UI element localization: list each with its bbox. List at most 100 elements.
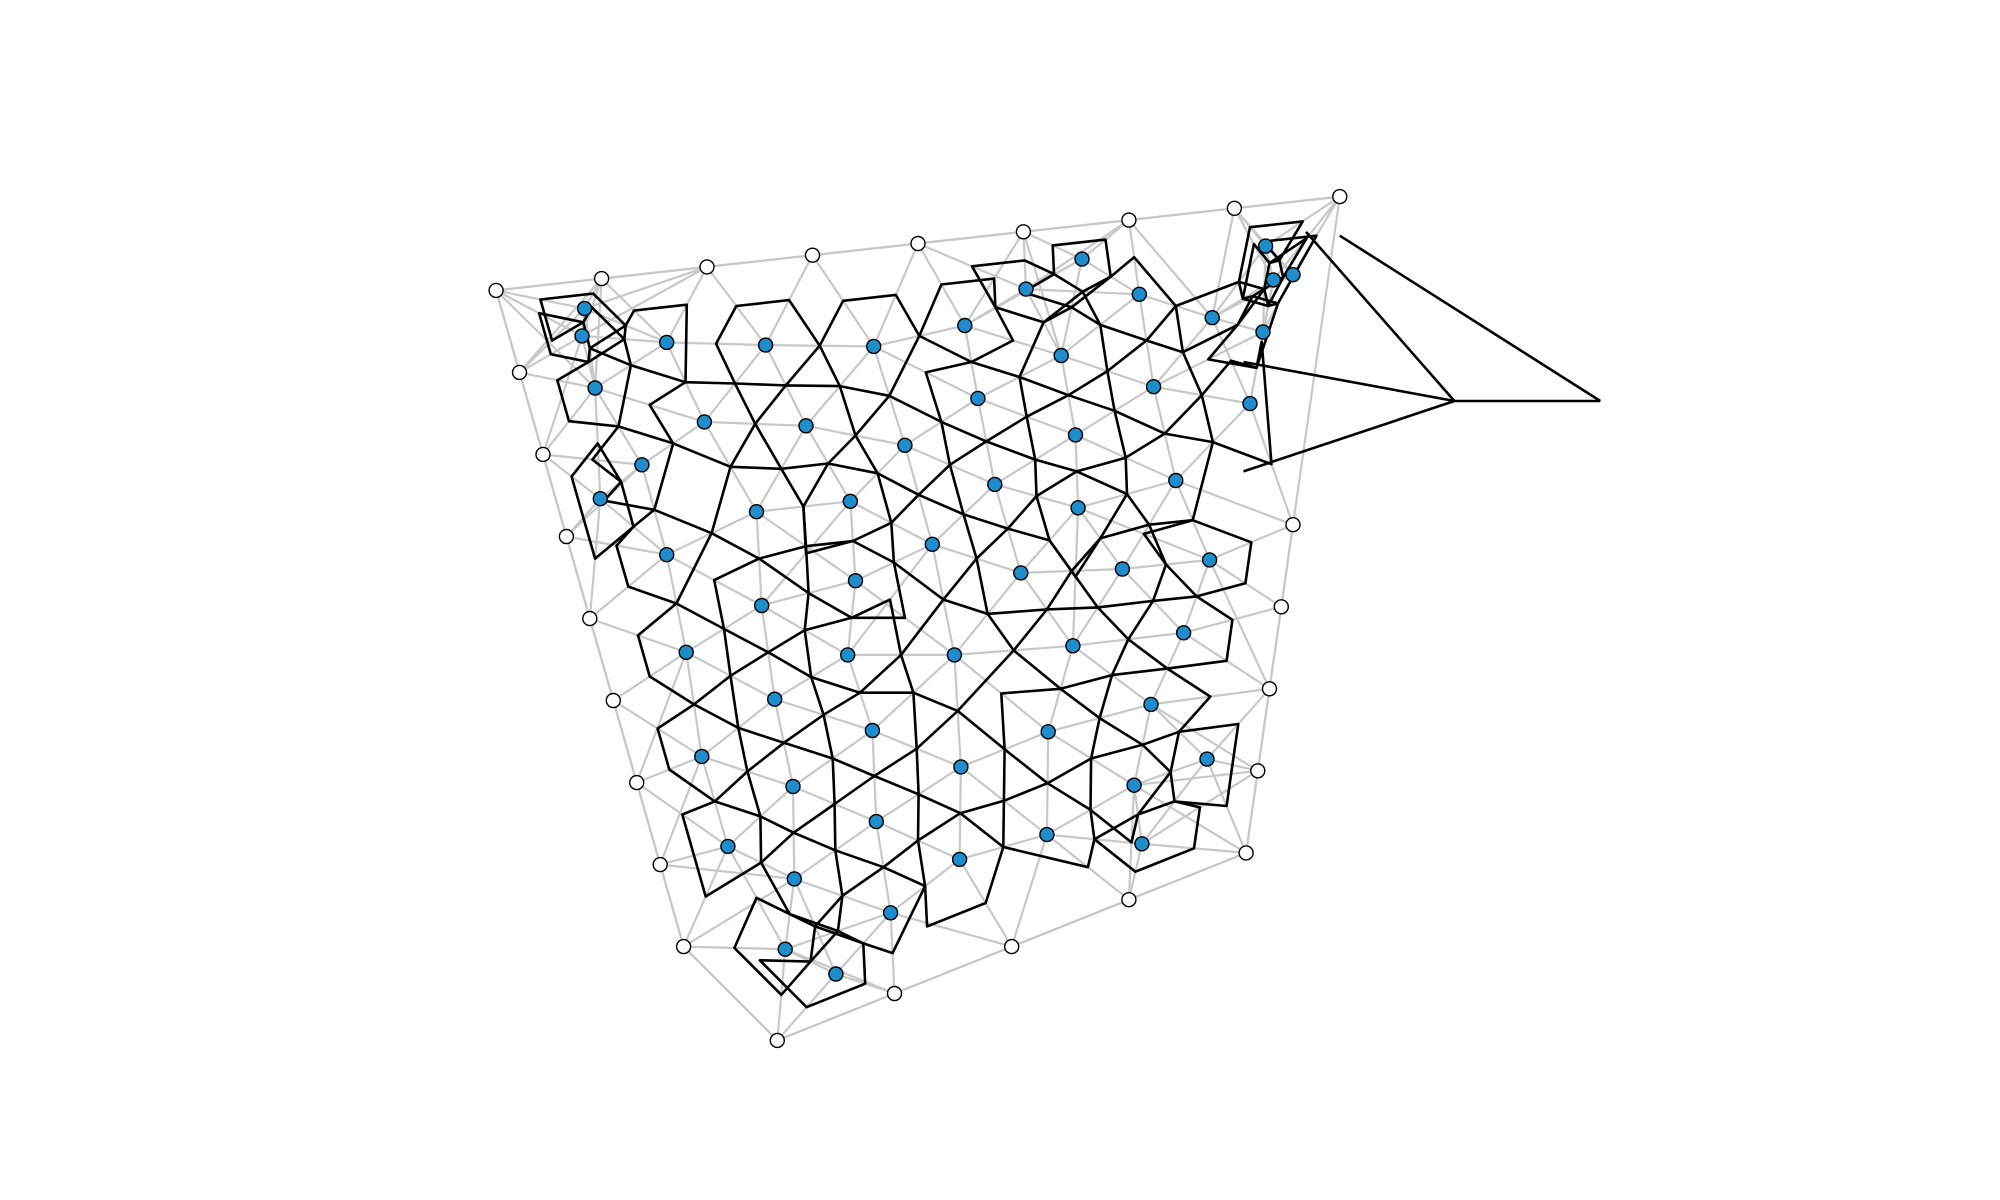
interior-site bbox=[1040, 724, 1056, 740]
voronoi-cell bbox=[733, 896, 840, 997]
interior-site bbox=[1065, 638, 1081, 654]
interior-site bbox=[798, 418, 814, 434]
voronoi-cell bbox=[1142, 518, 1253, 598]
delaunay-edge bbox=[1245, 770, 1259, 854]
interior-site bbox=[970, 390, 986, 407]
delaunay-edge bbox=[1128, 851, 1247, 901]
delaunay-edge bbox=[1023, 219, 1130, 233]
delaunay-edge bbox=[581, 265, 708, 337]
voronoi-cell bbox=[1089, 743, 1172, 844]
boundary-site bbox=[488, 282, 504, 299]
interior-site bbox=[866, 338, 882, 355]
interior-site bbox=[828, 966, 844, 982]
boundary-site bbox=[1261, 681, 1278, 697]
delaunay-edge bbox=[812, 242, 919, 257]
delaunay-edge bbox=[541, 454, 568, 537]
delaunay-edge bbox=[1256, 688, 1271, 771]
voronoi-edge bbox=[1339, 234, 1601, 403]
delaunay-edge bbox=[1175, 479, 1294, 526]
delaunay-edge bbox=[518, 372, 545, 455]
interior-site bbox=[1074, 251, 1090, 267]
interior-site bbox=[1070, 500, 1086, 516]
boundary-site bbox=[1332, 188, 1348, 205]
interior-site bbox=[1255, 324, 1271, 340]
interior-site bbox=[1114, 561, 1131, 577]
boundary-site bbox=[558, 528, 575, 545]
boundary-site bbox=[675, 938, 692, 955]
interior-site bbox=[1143, 696, 1159, 713]
voronoi-cell bbox=[615, 508, 713, 605]
voronoi-diagram bbox=[537, 220, 1601, 1009]
interior-site bbox=[946, 647, 963, 663]
interior-site bbox=[576, 300, 593, 317]
delaunay-edge bbox=[1150, 703, 1259, 772]
boundary-site bbox=[886, 985, 903, 1002]
interior-site bbox=[634, 457, 650, 473]
delaunay-edge bbox=[1011, 898, 1130, 948]
boundary-site bbox=[1250, 763, 1266, 779]
interior-site bbox=[864, 722, 881, 739]
delaunay-edge bbox=[495, 277, 602, 292]
boundary-site bbox=[1015, 224, 1032, 240]
voronoi-edge bbox=[1305, 230, 1456, 402]
boundary-site bbox=[1226, 200, 1243, 217]
interior-site bbox=[696, 414, 713, 430]
interior-site bbox=[587, 380, 603, 396]
delaunay-edge bbox=[635, 651, 688, 783]
interior-site bbox=[882, 905, 899, 921]
boundary-site bbox=[1273, 599, 1290, 615]
interior-site bbox=[694, 748, 710, 765]
interior-site bbox=[1039, 826, 1055, 843]
interior-site bbox=[868, 813, 884, 830]
interior-site bbox=[1145, 379, 1162, 395]
delaunay-edge bbox=[660, 863, 795, 880]
delaunay-edge bbox=[612, 700, 638, 783]
delaunay-edge bbox=[1133, 769, 1258, 787]
interior-site bbox=[757, 337, 774, 353]
delaunay-edge bbox=[1022, 231, 1063, 356]
boundary-site bbox=[605, 692, 621, 709]
interior-site bbox=[748, 504, 765, 520]
voronoi-cell bbox=[555, 346, 633, 428]
interior-site bbox=[574, 328, 590, 344]
delaunay-edge bbox=[776, 992, 895, 1042]
delaunay-edge bbox=[1211, 208, 1236, 318]
delaunay-edge bbox=[1128, 207, 1235, 222]
delaunay-edge bbox=[588, 618, 615, 701]
delaunay-edge bbox=[894, 945, 1013, 995]
interior-site bbox=[842, 493, 858, 509]
boundary-site bbox=[1238, 845, 1254, 861]
interior-site bbox=[1285, 267, 1301, 283]
delaunay-edge bbox=[659, 756, 703, 865]
delaunay-edge bbox=[1010, 834, 1048, 947]
interior-site bbox=[1201, 552, 1218, 568]
delaunay-edge bbox=[1128, 219, 1214, 319]
interior-site bbox=[659, 547, 675, 563]
interior-site bbox=[678, 644, 694, 660]
interior-site bbox=[897, 437, 913, 453]
interior-site bbox=[1199, 751, 1215, 767]
interior-site bbox=[1126, 777, 1142, 793]
delaunay-edge bbox=[917, 230, 1024, 245]
delaunay-edge bbox=[1280, 524, 1295, 607]
boundary-site bbox=[652, 856, 668, 873]
interior-site bbox=[785, 778, 801, 795]
interior-site bbox=[592, 491, 608, 507]
interior-site bbox=[1053, 347, 1069, 364]
voronoi-edge bbox=[1243, 360, 1455, 403]
boundary-site bbox=[1121, 212, 1137, 228]
voronoi-cell bbox=[1093, 800, 1202, 874]
interior-site bbox=[754, 597, 770, 614]
interior-site bbox=[1013, 565, 1029, 581]
interior-site bbox=[840, 647, 856, 663]
interior-site bbox=[786, 871, 802, 887]
interior-site bbox=[987, 476, 1003, 493]
interior-site bbox=[924, 536, 940, 552]
interior-site bbox=[1257, 238, 1274, 254]
sites bbox=[488, 188, 1348, 1049]
interior-site bbox=[659, 334, 675, 351]
delaunay-edge bbox=[635, 782, 662, 865]
voronoi-cell bbox=[804, 539, 907, 620]
interior-site bbox=[953, 759, 969, 775]
boundary-site bbox=[910, 235, 926, 252]
